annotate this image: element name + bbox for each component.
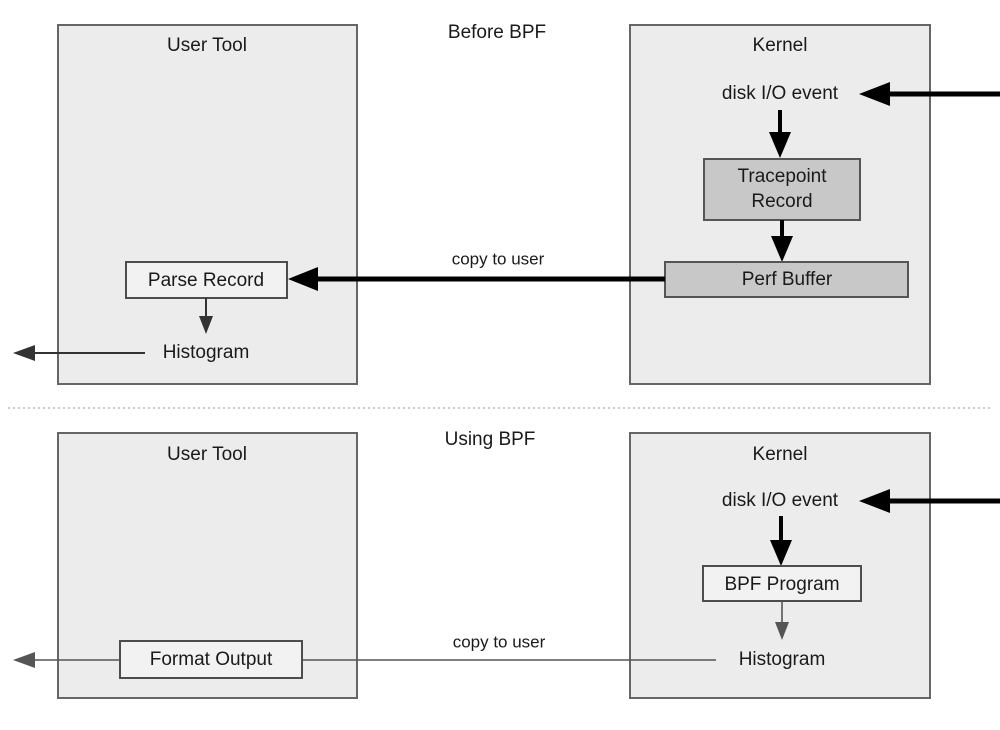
copy-to-user-label-bottom: copy to user bbox=[453, 632, 546, 651]
kernel-label-top: Kernel bbox=[753, 35, 808, 56]
output-arrow-head-top bbox=[13, 345, 35, 361]
format-output-label: Format Output bbox=[150, 649, 273, 670]
output-arrow-head-bottom bbox=[13, 652, 35, 668]
disk-io-event-label-bottom: disk I/O event bbox=[722, 490, 839, 511]
disk-io-event-label-top: disk I/O event bbox=[722, 83, 839, 104]
copy-to-user-arrow-head-top bbox=[288, 267, 318, 291]
bpf-program-label: BPF Program bbox=[724, 574, 839, 595]
incoming-event-arrow-head-bottom bbox=[859, 489, 890, 513]
perf-buffer-label: Perf Buffer bbox=[742, 269, 833, 290]
event-to-bpf-head bbox=[770, 540, 792, 566]
user-tool-label-bottom: User Tool bbox=[167, 444, 247, 465]
user-tool-label-top: User Tool bbox=[167, 35, 247, 56]
section-title-using-bpf: Using BPF bbox=[445, 429, 536, 450]
parse-to-histogram-head bbox=[199, 316, 213, 334]
event-to-tracepoint-head bbox=[769, 132, 791, 158]
perf-buffer-box bbox=[664, 261, 909, 298]
bpf-program-box bbox=[702, 565, 862, 602]
section-title-before-bpf: Before BPF bbox=[448, 22, 546, 43]
histogram-label-bottom: Histogram bbox=[739, 649, 826, 670]
incoming-event-arrow-head-top bbox=[859, 82, 890, 106]
tracepoint-record-label-line2: Record bbox=[751, 191, 812, 212]
parse-record-label: Parse Record bbox=[148, 270, 264, 291]
kernel-label-bottom: Kernel bbox=[753, 444, 808, 465]
format-output-box bbox=[119, 640, 303, 679]
tracepoint-record-label-line1: Tracepoint bbox=[737, 166, 827, 187]
histogram-label-top: Histogram bbox=[163, 342, 250, 363]
copy-to-user-label-top: copy to user bbox=[452, 249, 545, 268]
bpf-to-histogram-head bbox=[775, 622, 789, 640]
user-tool-container-top bbox=[57, 24, 358, 385]
tracepoint-to-perfbuffer-head bbox=[771, 236, 793, 262]
parse-record-box bbox=[125, 261, 288, 299]
